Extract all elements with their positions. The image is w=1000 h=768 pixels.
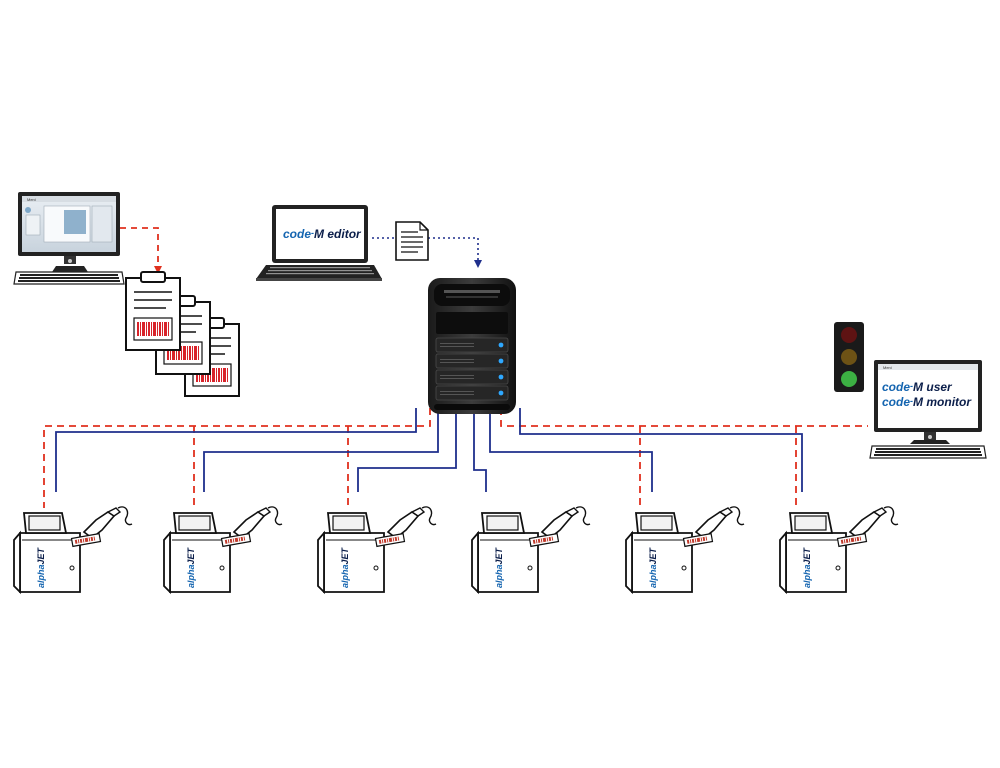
brand-alpha: alpha (494, 564, 504, 588)
brand-alpha: alpha (36, 564, 46, 588)
editor-product-name: editor (327, 227, 362, 241)
monitor-brand-label: code-M monitor (882, 395, 972, 409)
server-rack-icon (428, 278, 516, 414)
printer-brand-label: alphaJET (186, 546, 196, 588)
printer-station-4: alphaJET (471, 506, 591, 593)
brand-jet: JET (802, 546, 812, 564)
printer-brand-label: alphaJET (648, 546, 658, 588)
window-title: Meni (883, 365, 892, 370)
drive-bays (435, 337, 509, 401)
printer-brand-label: alphaJET (494, 546, 504, 588)
arrow-down-icon (474, 260, 482, 268)
brand-jet: JET (648, 546, 658, 564)
printer-station-3: alphaJET (317, 506, 437, 593)
brand-code: code (882, 380, 910, 394)
document-icon (395, 221, 429, 261)
printer-brand-label: alphaJET (340, 546, 350, 588)
brand-dash: - (910, 396, 913, 406)
editor-brand-label: code-M editor (283, 227, 362, 241)
user-product-name: user (926, 380, 953, 394)
printer-brand-label: alphaJET (36, 546, 46, 588)
laptop-icon (256, 205, 382, 281)
brand-dash: - (910, 381, 913, 391)
editor-laptop: code-M editor (256, 205, 382, 281)
job-sheets (125, 271, 240, 397)
brand-jet: JET (494, 546, 504, 564)
desktop-monitor-icon: Meni (13, 192, 125, 285)
export-link (120, 227, 159, 268)
window-title: Meni (27, 197, 36, 202)
brand-alpha: alpha (802, 564, 812, 588)
brand-m: M (913, 380, 924, 394)
printer-station-5: alphaJET (625, 506, 745, 593)
brand-jet: JET (186, 546, 196, 564)
brand-alpha: alpha (340, 564, 350, 588)
ethernet-line (55, 408, 803, 492)
light-green (841, 371, 857, 387)
brand-jet: JET (36, 546, 46, 564)
brand-code: code (882, 395, 910, 409)
brand-code: code (283, 227, 311, 241)
brand-jet: JET (340, 546, 350, 564)
traffic-light-icon (834, 322, 864, 392)
brand-dash: - (311, 228, 314, 238)
monitor-workstation: Meni code-M user code-M monitor (869, 360, 987, 459)
printer-station-6: alphaJET (779, 506, 899, 593)
arrow-down-icon (154, 266, 162, 274)
brand-m: M (913, 395, 924, 409)
brand-alpha: alpha (648, 564, 658, 588)
desktop-monitor-icon: Meni (869, 360, 987, 459)
clipboard-barcode-icon (125, 271, 181, 351)
printer-row: alphaJET alphaJET alphaJET alphaJET alph… (13, 506, 899, 593)
design-workstation: Meni (13, 192, 125, 285)
user-brand-label: code-M user (882, 380, 953, 394)
printer-brand-label: alphaJET (802, 546, 812, 588)
document-link (428, 237, 479, 262)
printer-station-2: alphaJET (163, 506, 283, 593)
light-amber (841, 349, 857, 365)
brand-m: M (314, 227, 325, 241)
light-red (841, 327, 857, 343)
brand-alpha: alpha (186, 564, 196, 588)
monitor-product-name: monitor (926, 395, 972, 409)
printer-station-1: alphaJET (13, 506, 133, 593)
